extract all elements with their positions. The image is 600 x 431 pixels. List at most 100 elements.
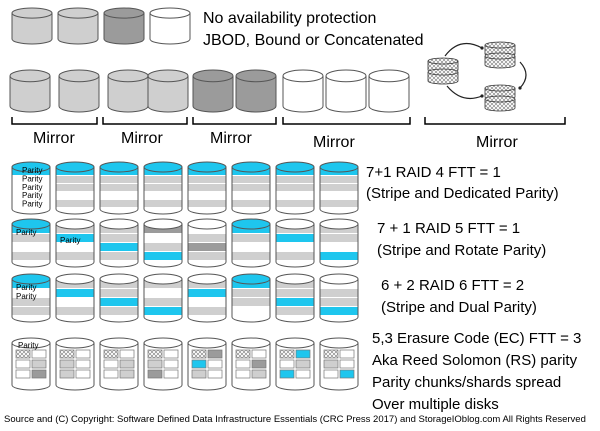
- stripe-band: [12, 252, 50, 260]
- stripe-band: [12, 234, 50, 242]
- jbod-disk: [57, 7, 99, 45]
- stripe-band: [100, 298, 138, 306]
- stripe-band: [320, 192, 358, 199]
- stripe-band: [56, 252, 94, 260]
- ec-chunk: [251, 359, 267, 369]
- raid5-disk: [187, 218, 227, 268]
- stripe-band: [232, 243, 270, 251]
- stripe-band: [188, 184, 226, 191]
- sync-arrow-icon: [446, 85, 483, 99]
- stripe-band: [232, 184, 270, 191]
- data-disk: [143, 161, 183, 215]
- mirror-label-5: Mirror: [476, 134, 518, 151]
- raid5-disk: [319, 218, 359, 268]
- ec-chunk: [207, 349, 223, 359]
- source-footer: Source and (C) Copyright: Software Defin…: [4, 414, 586, 425]
- ec-chunk: [163, 369, 179, 379]
- mirror-disk: [147, 69, 189, 113]
- erasure-code-disk-group: Parity: [11, 337, 359, 391]
- ec-disk: [143, 337, 183, 391]
- stripe-band: [320, 243, 358, 251]
- raid6-disk: [187, 273, 227, 323]
- ec-disk: [11, 337, 51, 391]
- ec-chunk: [119, 349, 135, 359]
- stripe-band: [232, 289, 270, 297]
- parity-label: Parity: [22, 191, 42, 200]
- mirror-label-1: Mirror: [33, 130, 75, 147]
- stripe-band: [56, 176, 94, 183]
- ec-chunk: [59, 369, 75, 379]
- stripe-band: [12, 192, 50, 199]
- stripe-band: [144, 176, 182, 183]
- raid4-subtitle: (Stripe and Dedicated Parity): [366, 185, 559, 202]
- stripe-band: [56, 184, 94, 191]
- ec-chunk: [147, 359, 163, 369]
- stripe-band: [320, 200, 358, 207]
- mirror-label-4: Mirror: [313, 134, 355, 151]
- mirror-label-3: Mirror: [210, 130, 252, 147]
- stripe-band: [232, 298, 270, 306]
- ec-chunk: [323, 369, 339, 379]
- raid6-disk: [99, 273, 139, 323]
- ec-chunk: [207, 369, 223, 379]
- ec-chunk: [31, 369, 47, 379]
- mirror-disk-group: [9, 69, 410, 113]
- ec-chunk: [75, 349, 91, 359]
- stripe-band: [276, 307, 314, 315]
- ec-chunk: [339, 349, 355, 359]
- mirror-disk: [325, 69, 367, 113]
- stripe-band: [276, 192, 314, 199]
- ec-chunk: [163, 359, 179, 369]
- ec-chunk: [191, 359, 207, 369]
- stripe-band: [100, 200, 138, 207]
- remote-mirror-group: [427, 41, 527, 112]
- stripe-band: [56, 234, 94, 242]
- raid6-disk: [275, 273, 315, 323]
- replica-disk-icon: [484, 41, 516, 69]
- ec-chunk: [279, 359, 295, 369]
- data-disk: [99, 161, 139, 215]
- ec-disk: [55, 337, 95, 391]
- stripe-band: [12, 298, 50, 306]
- ec-chunk: [235, 359, 251, 369]
- sync-arrow-icon: [444, 42, 483, 57]
- raid5-subtitle: (Stripe and Rotate Parity): [377, 242, 547, 259]
- stripe-band: [276, 184, 314, 191]
- mirror-brackets: [11, 117, 566, 125]
- stripe-band: [320, 298, 358, 306]
- raid5-title: 7 + 1 RAID 5 FTT = 1: [377, 220, 521, 237]
- mirror-bracket: [424, 117, 566, 125]
- mirror-bracket: [282, 117, 411, 125]
- ec-chunk: [323, 359, 339, 369]
- stripe-band: [12, 307, 50, 315]
- data-disk: [231, 161, 271, 215]
- stripe-band: [188, 243, 226, 251]
- raid6-disk: [55, 273, 95, 323]
- jbod-disk: [11, 7, 53, 45]
- stripe-band: [232, 176, 270, 183]
- stripe-band: [100, 192, 138, 199]
- stripe-band: [320, 176, 358, 183]
- mirror-label-2: Mirror: [121, 130, 163, 147]
- ec-chunk: [31, 349, 47, 359]
- raid5-disk: [143, 218, 183, 268]
- ec-chunk: [251, 369, 267, 379]
- raid6-disk: [319, 273, 359, 323]
- stripe-band: [320, 184, 358, 191]
- parity-disk: [11, 161, 51, 215]
- stripe-band: [144, 184, 182, 191]
- parity-label: Parity: [16, 228, 36, 237]
- mirror-disk: [107, 69, 149, 113]
- ec-chunk: [207, 359, 223, 369]
- stripe-band: [276, 243, 314, 251]
- stripe-band: [320, 234, 358, 242]
- stripe-band: [144, 289, 182, 297]
- replica-disk-icon: [484, 84, 516, 112]
- ec-chunk: [339, 359, 355, 369]
- jbod-subtitle: JBOD, Bound or Concatenated: [203, 32, 424, 49]
- stripe-band: [276, 252, 314, 260]
- ec-chunk: [235, 349, 251, 359]
- data-disk: [319, 161, 359, 215]
- stripe-band: [56, 192, 94, 199]
